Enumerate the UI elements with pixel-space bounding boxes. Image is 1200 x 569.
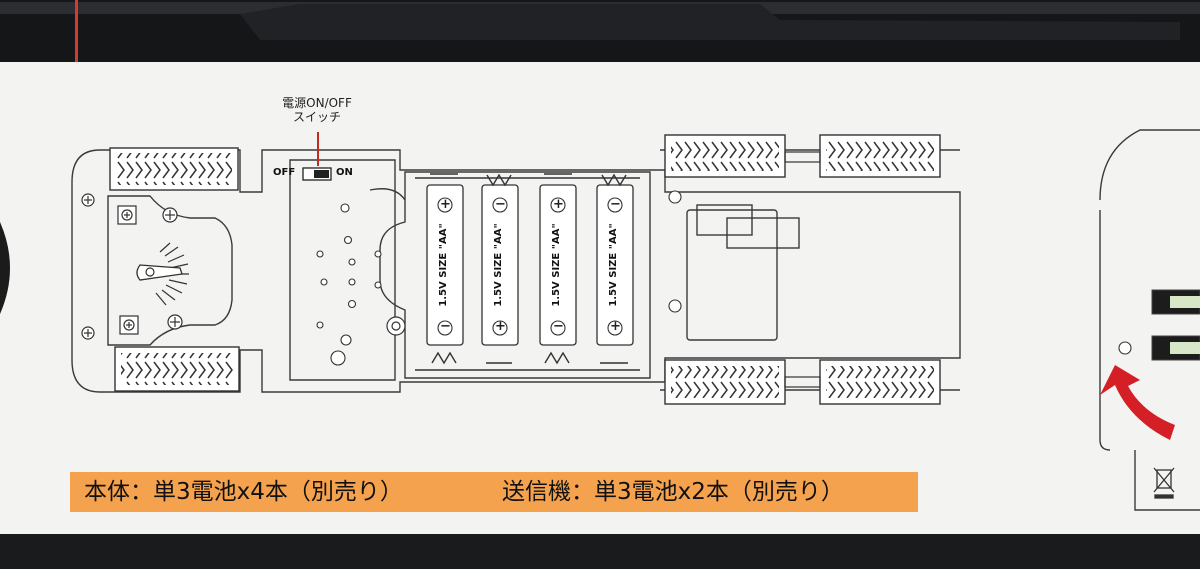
battery-info-bar	[70, 472, 918, 512]
terminal-3-bottom: −	[553, 319, 564, 334]
switch-on-label: ON	[336, 167, 353, 178]
battery-4-label: 1.5V SIZE "AA"	[608, 223, 619, 307]
tread-rear2-top	[826, 141, 934, 171]
chassis-holes	[316, 190, 1132, 366]
battery-3-label: 1.5V SIZE "AA"	[551, 223, 562, 307]
tread-rear1-bottom	[671, 366, 779, 398]
battery-2	[481, 184, 519, 346]
battery-4	[596, 184, 634, 346]
screw-3	[162, 207, 178, 223]
transmitter-outline	[1099, 129, 1200, 201]
terminal-2-top: −	[495, 197, 506, 212]
tread-rear1-top	[671, 141, 779, 171]
screws	[81, 193, 406, 340]
tread-rear2-bottom	[826, 366, 934, 398]
red-arrow	[1100, 365, 1175, 440]
screw-5	[117, 205, 137, 225]
terminal-4-top: −	[610, 197, 621, 212]
switch-off-label: OFF	[273, 167, 296, 178]
transmitter-batteries	[1151, 289, 1200, 361]
power-switch-label: 電源ON/OFF スイッチ	[262, 96, 372, 124]
switch-knob	[314, 170, 329, 178]
top-logo-area	[240, 4, 1180, 40]
terminal-2-bottom: +	[495, 319, 506, 334]
tread-front-bottom	[121, 353, 233, 385]
power-switch	[302, 132, 332, 181]
terminal-3-top: +	[553, 197, 564, 212]
body-battery-info: 本体：単3電池x4本（別売り）	[84, 479, 403, 505]
battery-compartment	[415, 173, 640, 371]
screw-7	[386, 316, 406, 336]
battery-2-label: 1.5V SIZE "AA"	[493, 223, 504, 307]
tread-front-top	[116, 153, 232, 185]
battery-3	[539, 184, 577, 346]
steering-servo	[136, 242, 189, 306]
red-stripe	[75, 0, 78, 62]
tires	[109, 134, 941, 405]
terminal-4-bottom: +	[610, 319, 621, 334]
recycle-bin-icon	[1153, 467, 1175, 499]
left-edge-mark	[0, 222, 10, 314]
screw-4	[167, 314, 183, 330]
transmitter-battery-info: 送信機：単3電池x2本（別売り）	[502, 479, 844, 505]
screw-6	[119, 315, 139, 335]
battery-springs	[415, 173, 640, 371]
power-switch-label-line2: スイッチ	[292, 110, 341, 124]
battery-1	[426, 184, 464, 346]
box-bottom-edge	[0, 534, 1200, 569]
battery-terminals	[437, 197, 623, 336]
terminal-1-top: +	[440, 197, 451, 212]
screw-1	[81, 193, 95, 207]
terminal-1-bottom: −	[440, 319, 451, 334]
power-switch-label-line1: 電源ON/OFF	[282, 96, 352, 110]
screw-2	[81, 326, 95, 340]
battery-1-label: 1.5V SIZE "AA"	[438, 223, 449, 307]
